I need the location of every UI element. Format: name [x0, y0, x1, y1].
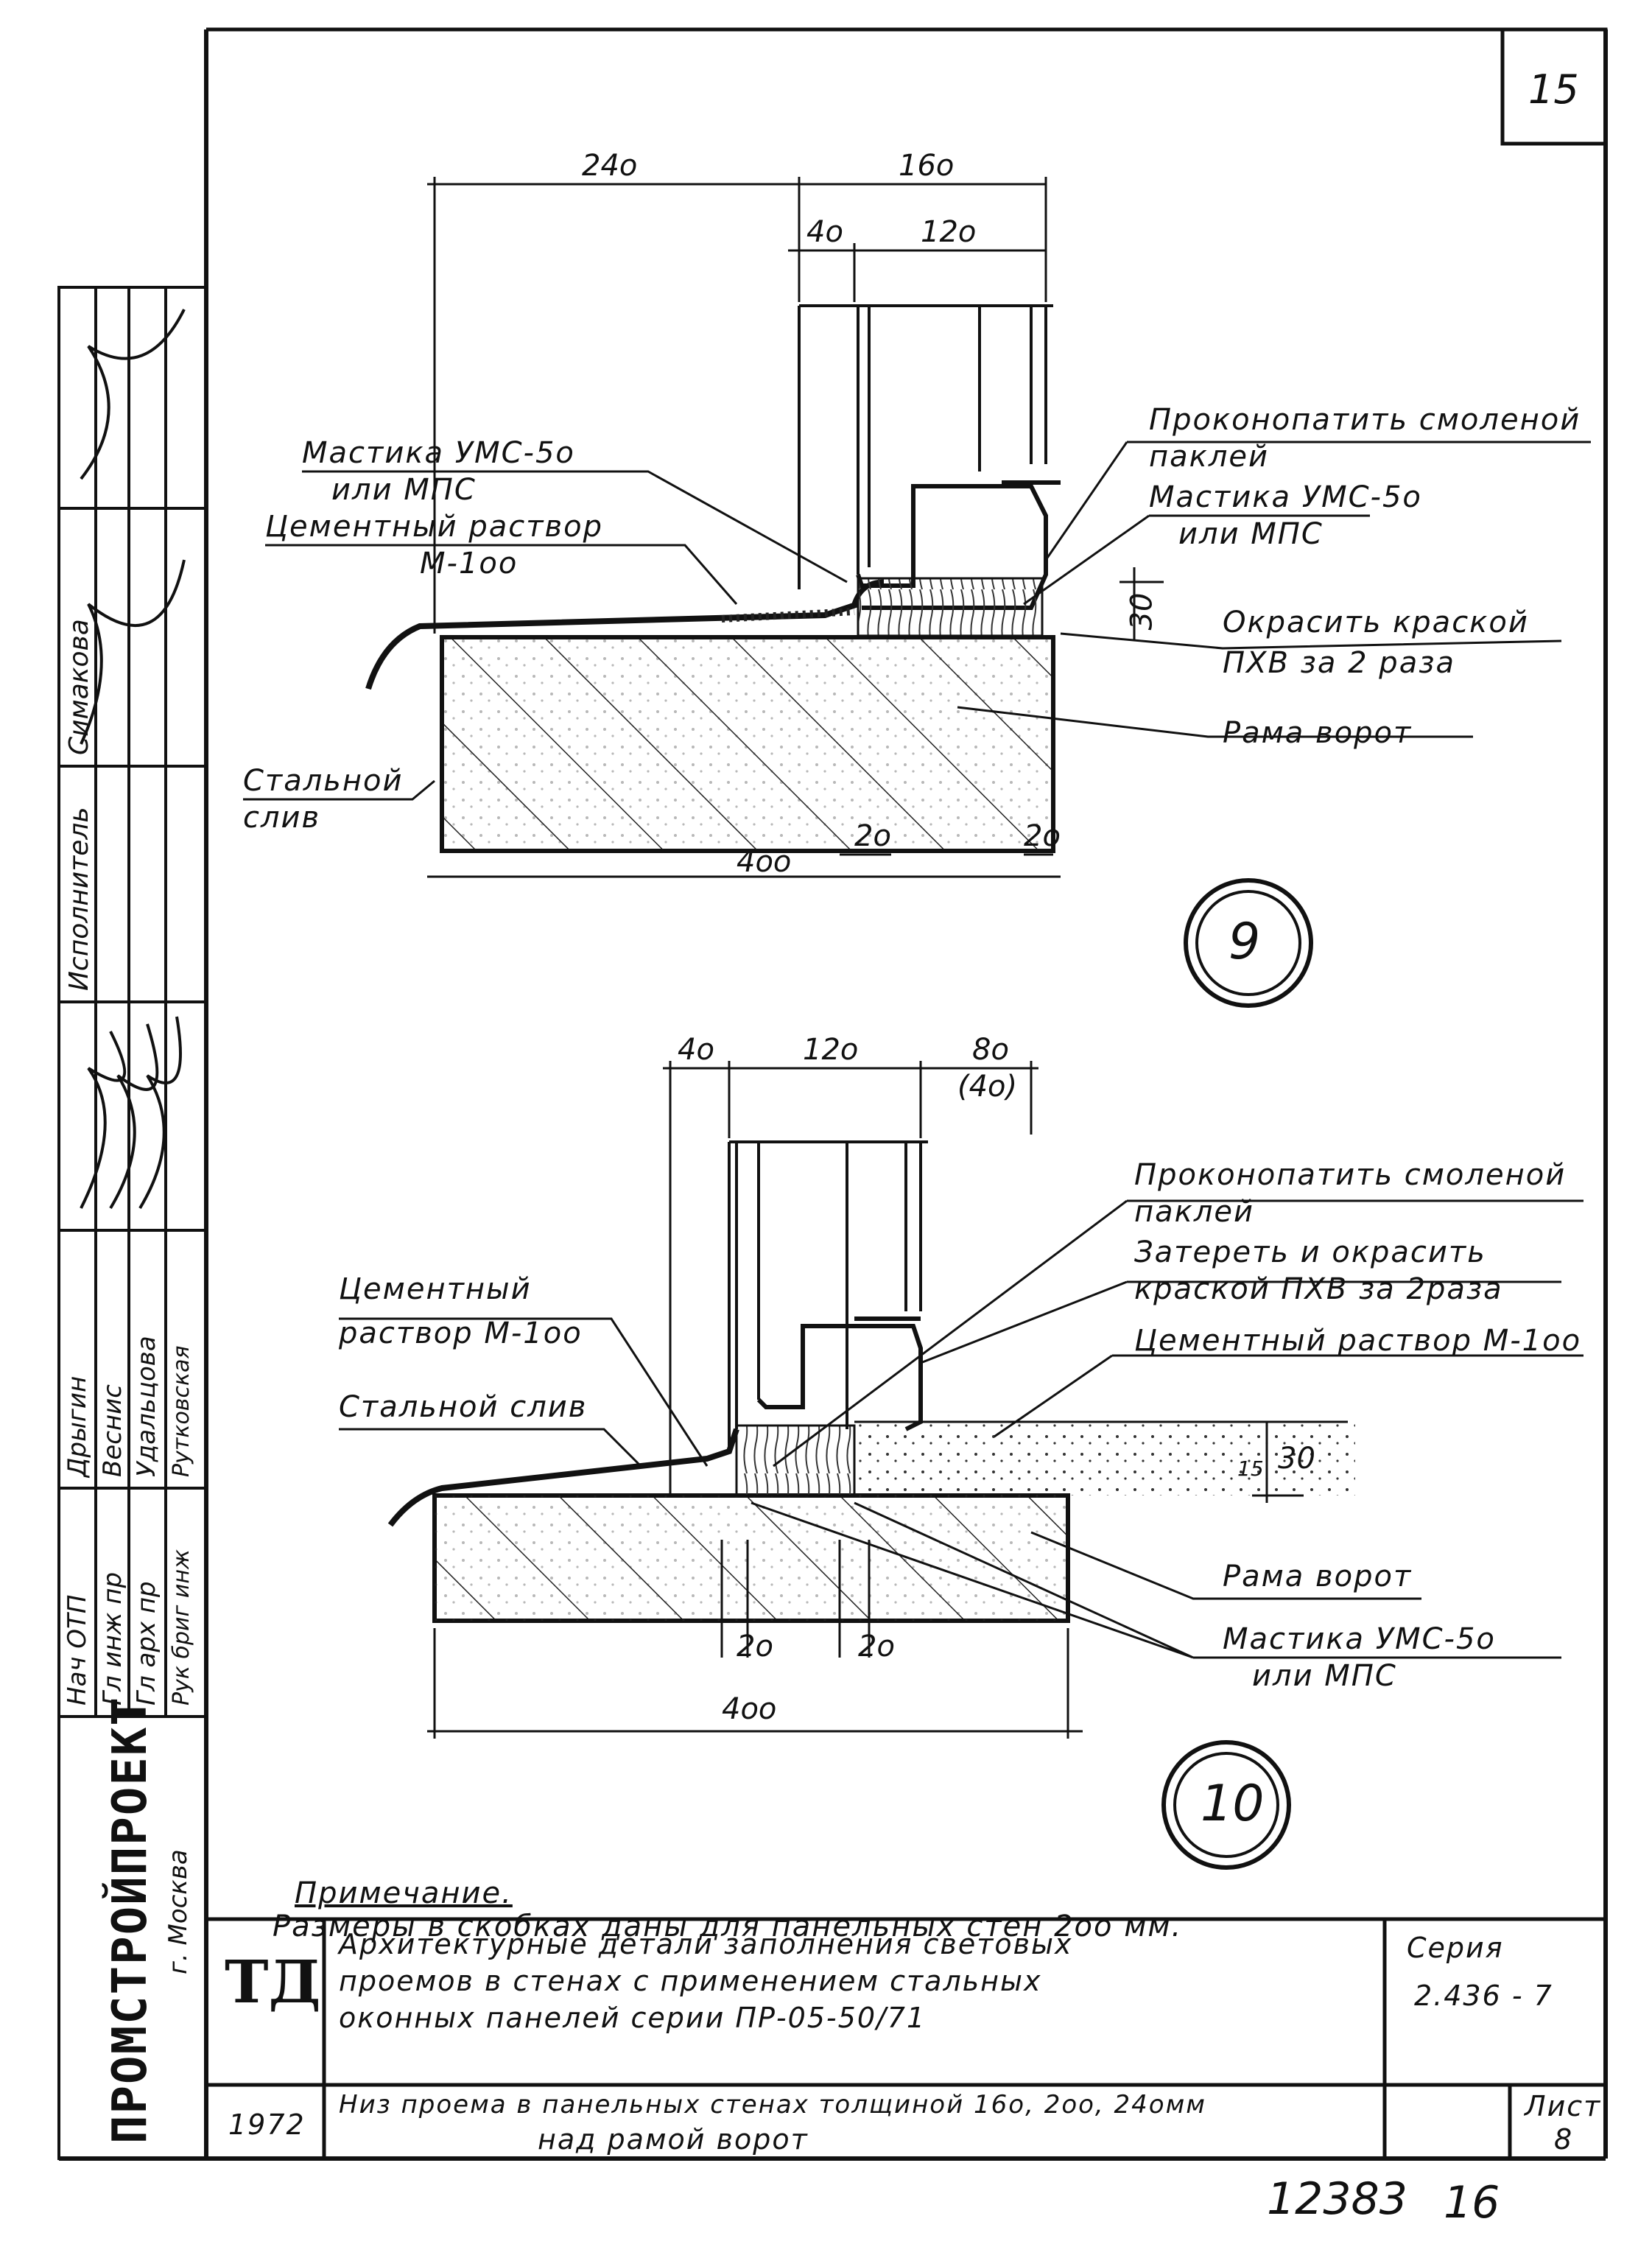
- sheet-frame: [59, 27, 1608, 2161]
- caulk-9: [857, 577, 1044, 637]
- label-steel-9-line2: слив: [243, 801, 321, 835]
- label-mastic-9-line1: Мастика УМС-5о: [302, 436, 575, 470]
- stamp-org: ПРОМСТРОЙПРОЕКТ: [103, 1696, 158, 2144]
- stamp-exec-role: Исполнитель: [64, 807, 94, 991]
- leaders-9: [243, 441, 1591, 801]
- label-caulk-9-line2: паклей: [1149, 440, 1269, 474]
- bottom-page-number: 16: [1444, 2177, 1500, 2229]
- caulk-10: [735, 1424, 856, 1497]
- mortar-10: [854, 1422, 1355, 1496]
- label-rub-10-line2: краской ПХВ за 2раза: [1134, 1272, 1503, 1306]
- label-cement-10-line1: Цементный: [339, 1272, 532, 1306]
- steel-drip-10: [387, 1428, 739, 1527]
- detail-marker-10-label: 10: [1201, 1775, 1265, 1833]
- dim10-20b: 2o: [858, 1630, 895, 1663]
- label-cement-9-line2: М-1оо: [420, 547, 519, 581]
- leaders-10: [339, 1199, 1584, 1659]
- titleblock-sheet-label: Лист: [1525, 2090, 1602, 2122]
- dim-240: 24o: [582, 149, 638, 183]
- dim-20a: 2o: [854, 819, 891, 853]
- window-panel-9: [798, 304, 1061, 610]
- titleblock-year: 1972: [228, 2108, 306, 2141]
- bottom-doc-number: 12383: [1267, 2173, 1407, 2225]
- dim10-40: 4o: [678, 1033, 714, 1067]
- label-caulk-10-line1: Проконопатить смоленой: [1134, 1158, 1567, 1192]
- label-mastic-10-line1: Мастика УМС-5о: [1223, 1622, 1496, 1656]
- titleblock-series-value: 2.436 - 7: [1414, 1980, 1553, 2012]
- label-caulk-9-line1: Проконопатить смоленой: [1149, 403, 1581, 437]
- detail-10: [339, 1061, 1584, 1870]
- dim-30: 30: [1125, 592, 1159, 631]
- dim-40: 4o: [806, 215, 843, 249]
- dim10-400: 4oo: [722, 1692, 777, 1726]
- sheet-number-top: 15: [1528, 66, 1579, 113]
- note-text: Размеры в скобках даны для панельных сте…: [273, 1910, 1183, 1943]
- stamp-role-4: Рук бриг инж: [169, 1549, 194, 1705]
- label-cement-10-line2: раствор М-1оо: [339, 1316, 583, 1350]
- dim10-40-bracket: (4o): [957, 1070, 1018, 1104]
- titleblock-series-label: Серия: [1407, 1932, 1504, 1964]
- titleblock-sheet-value: 8: [1554, 2123, 1574, 2156]
- label-caulk-10-line2: паклей: [1134, 1195, 1254, 1229]
- dim10-15: 15: [1237, 1456, 1264, 1481]
- dim10-30: 30: [1278, 1442, 1315, 1476]
- label-cement-9-line1: Цементный раствор: [265, 510, 603, 544]
- label-mastic-9-line2: или МПС: [331, 473, 477, 507]
- titleblock-title-3: оконных панелей серии ПР-05-50/71: [339, 2002, 927, 2034]
- signatures: [80, 309, 186, 1210]
- detail-9: [243, 177, 1591, 1008]
- label-mastic-10-line2: или МПС: [1252, 1659, 1397, 1693]
- label-paint-9-line2: ПХВ за 2 раза: [1223, 646, 1455, 680]
- label-frame-9: Рама ворот: [1223, 716, 1413, 750]
- label-mastic-9r-line2: или МПС: [1178, 517, 1324, 551]
- titleblock-title-2: проемов в стенах с применением стальных: [339, 1965, 1042, 1997]
- stamp-name-3: Удальцова: [132, 1336, 161, 1477]
- label-frame-10: Рама ворот: [1223, 1560, 1413, 1593]
- dimensions-10: [427, 1061, 1304, 1739]
- stamp-role-3: Гл арх пр: [132, 1581, 161, 1705]
- label-mastic-9r-line1: Мастика УМС-5о: [1149, 480, 1422, 514]
- label-cement-10r: Цементный раствор М-1оо: [1134, 1324, 1582, 1358]
- stamp-city: г. Москва: [164, 1849, 193, 1974]
- detail-marker-9: [1184, 878, 1313, 1008]
- steel-drip-9: [365, 601, 860, 690]
- dim-120: 12o: [921, 215, 977, 249]
- detail-marker-10: [1161, 1740, 1291, 1870]
- stamp-name-1: Дрыгин: [63, 1375, 92, 1477]
- stamp-name-2: Веснис: [98, 1384, 127, 1477]
- titleblock-subtitle-2: над рамой ворот: [538, 2123, 809, 2156]
- titleblock-subtitle-1: Низ проема в панельных стенах толщиной 1…: [339, 2090, 1206, 2119]
- stamp-exec-name: Симакова: [64, 619, 94, 755]
- dim-160: 16o: [899, 149, 955, 183]
- stamp-name-4: Рутковская: [169, 1345, 194, 1477]
- title-block-grid: [206, 1917, 1606, 2159]
- dim10-120: 12o: [803, 1033, 859, 1067]
- window-panel-10: [728, 1140, 928, 1451]
- label-rub-10-line1: Затереть и окрасить: [1134, 1235, 1486, 1269]
- dim-400: 4oo: [737, 845, 792, 879]
- stamp-role-2: Гл инж пр: [98, 1571, 127, 1705]
- dim-20b: 2o: [1024, 819, 1061, 853]
- note-heading: Примечание.: [295, 1876, 513, 1910]
- titleblock-title-1: Архитектурные детали заполнения световых: [339, 1928, 1073, 1960]
- dim10-80: 8o: [972, 1033, 1009, 1067]
- stamp-role-1: Нач ОТП: [63, 1594, 92, 1705]
- dimensions-9: [427, 177, 1164, 878]
- label-paint-9-line1: Окрасить краской: [1223, 606, 1529, 639]
- left-stamp-grid: [57, 286, 208, 2160]
- dim10-20a: 2o: [737, 1630, 773, 1663]
- label-steel-9-line1: Стальной: [243, 764, 404, 798]
- label-steel-10: Стальной слив: [339, 1390, 588, 1424]
- detail-marker-9-label: 9: [1229, 913, 1261, 971]
- titleblock-logo: ТД: [225, 1947, 321, 2016]
